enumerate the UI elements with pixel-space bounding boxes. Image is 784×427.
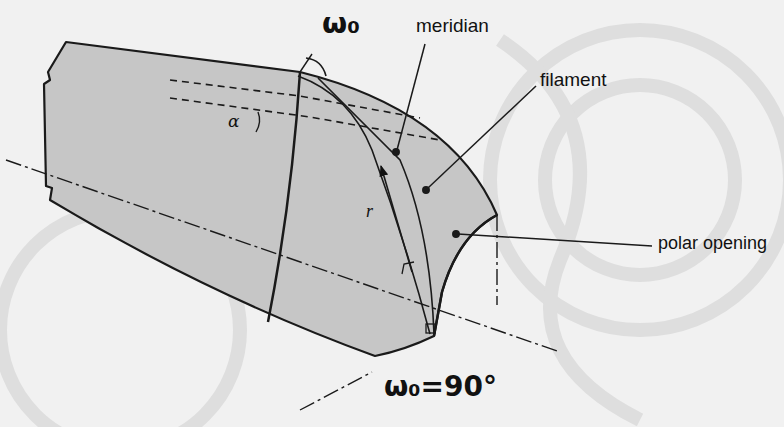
- radius-line: [381, 166, 412, 272]
- dashed-guides: [170, 80, 440, 140]
- angle-label: ω₀: [322, 8, 360, 40]
- leader-lines: [393, 44, 652, 246]
- background-watermark: [0, 30, 784, 427]
- angle-symbol: α: [226, 112, 241, 131]
- meridian-seam: [268, 72, 300, 322]
- meridian-line: [318, 78, 434, 334]
- part-label: meridian: [416, 16, 489, 37]
- alpha-arc: [256, 112, 260, 132]
- filament-line: [298, 76, 430, 334]
- dome-surface: [44, 42, 497, 356]
- part-label: polar opening: [658, 234, 767, 254]
- radius-symbol: r: [364, 202, 375, 222]
- angle-arc-top: [306, 58, 326, 76]
- angle-tick: [300, 54, 312, 72]
- right-angle-mark: [426, 324, 435, 333]
- axis-lines: [6, 160, 560, 410]
- part-label: filament: [540, 70, 607, 91]
- right-angle-mark: [402, 262, 414, 274]
- angle-value: ω₀=90°: [384, 372, 497, 403]
- polar-opening-edge: [434, 215, 497, 336]
